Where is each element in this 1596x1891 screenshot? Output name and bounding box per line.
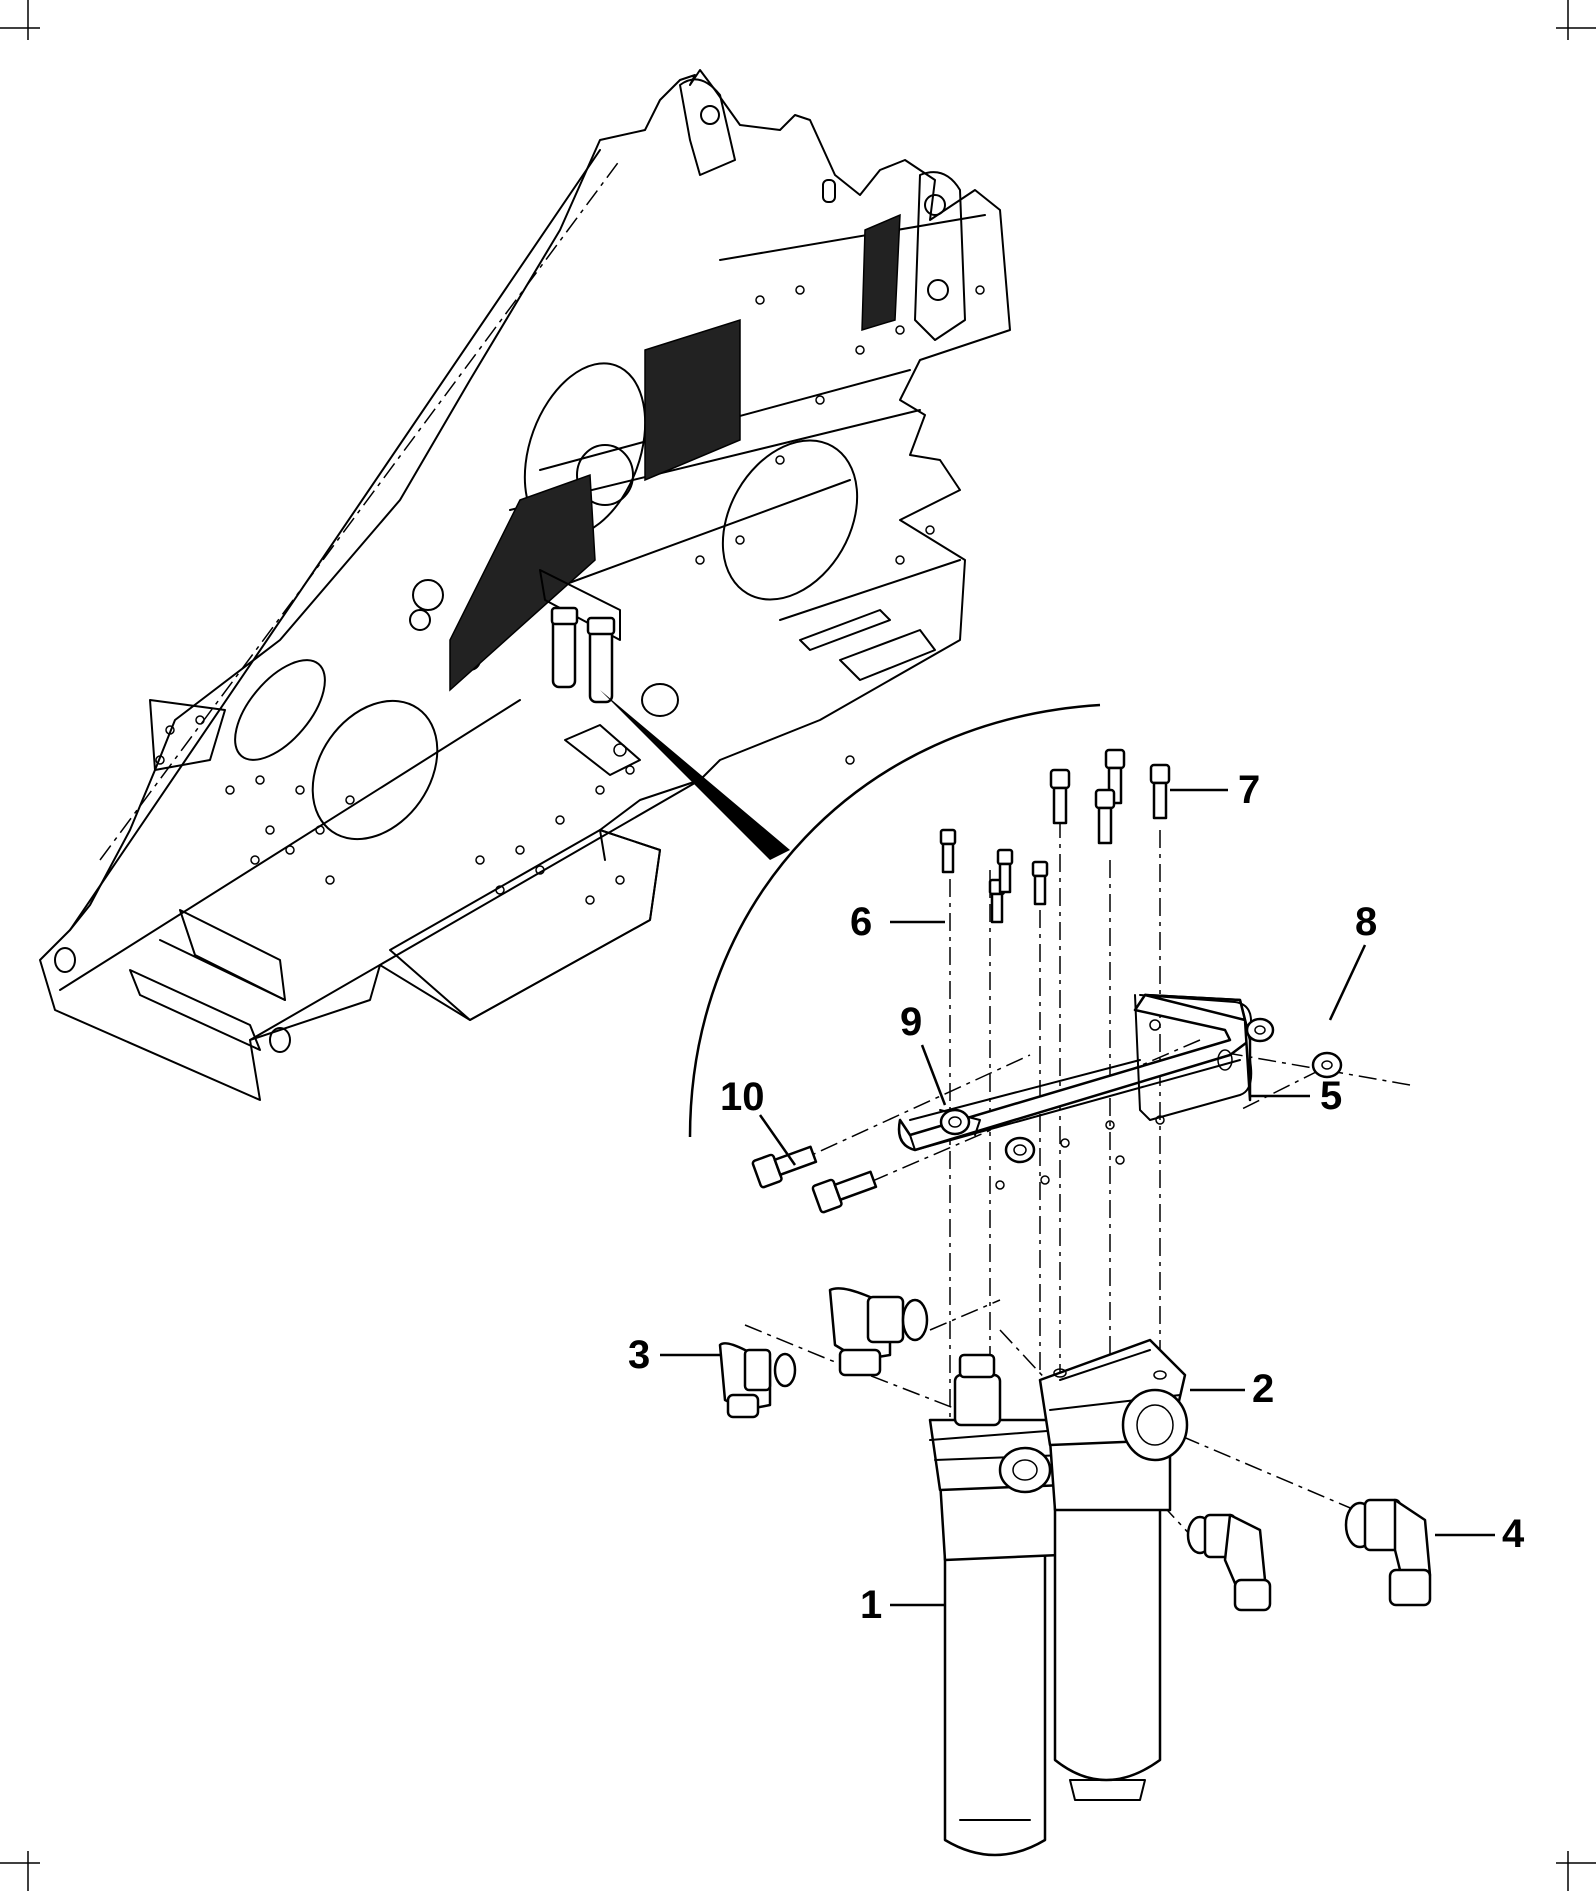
- zoom-pointer: [600, 690, 790, 860]
- callout-2: 2: [1252, 1367, 1274, 1411]
- callout-6: 6: [850, 900, 872, 944]
- cap-screws-6: [939, 828, 1049, 924]
- chassis-frame: [39, 69, 1011, 1101]
- elbow-fitting-3: [718, 1342, 797, 1419]
- elbow-fitting-4b: [1344, 1498, 1432, 1607]
- hex-bolts-10: [751, 1145, 878, 1214]
- callout-3: 3: [628, 1333, 650, 1377]
- cap-screws-7: [1049, 748, 1171, 845]
- nuts-8: [1245, 1017, 1343, 1079]
- callout-7: 7: [1238, 768, 1260, 812]
- callout-8: 8: [1355, 900, 1377, 944]
- elbow-fitting-3b: [828, 1287, 929, 1377]
- filter-2: [1038, 1338, 1189, 1801]
- elbow-fitting-4: [1186, 1513, 1272, 1612]
- mounted-filter-assembly: [539, 569, 679, 776]
- callout-10: 10: [720, 1075, 765, 1119]
- filter-1: [928, 1353, 1067, 1857]
- callout-leaders: [660, 788, 1495, 1607]
- callout-5: 5: [1320, 1074, 1342, 1118]
- callout-1: 1: [860, 1583, 882, 1627]
- callout-4: 4: [1502, 1512, 1525, 1556]
- mounting-bracket-5: [897, 993, 1253, 1190]
- washers-9: [939, 1108, 1036, 1164]
- detail-view-boundary: [688, 703, 1101, 1138]
- callout-9: 9: [900, 1000, 922, 1044]
